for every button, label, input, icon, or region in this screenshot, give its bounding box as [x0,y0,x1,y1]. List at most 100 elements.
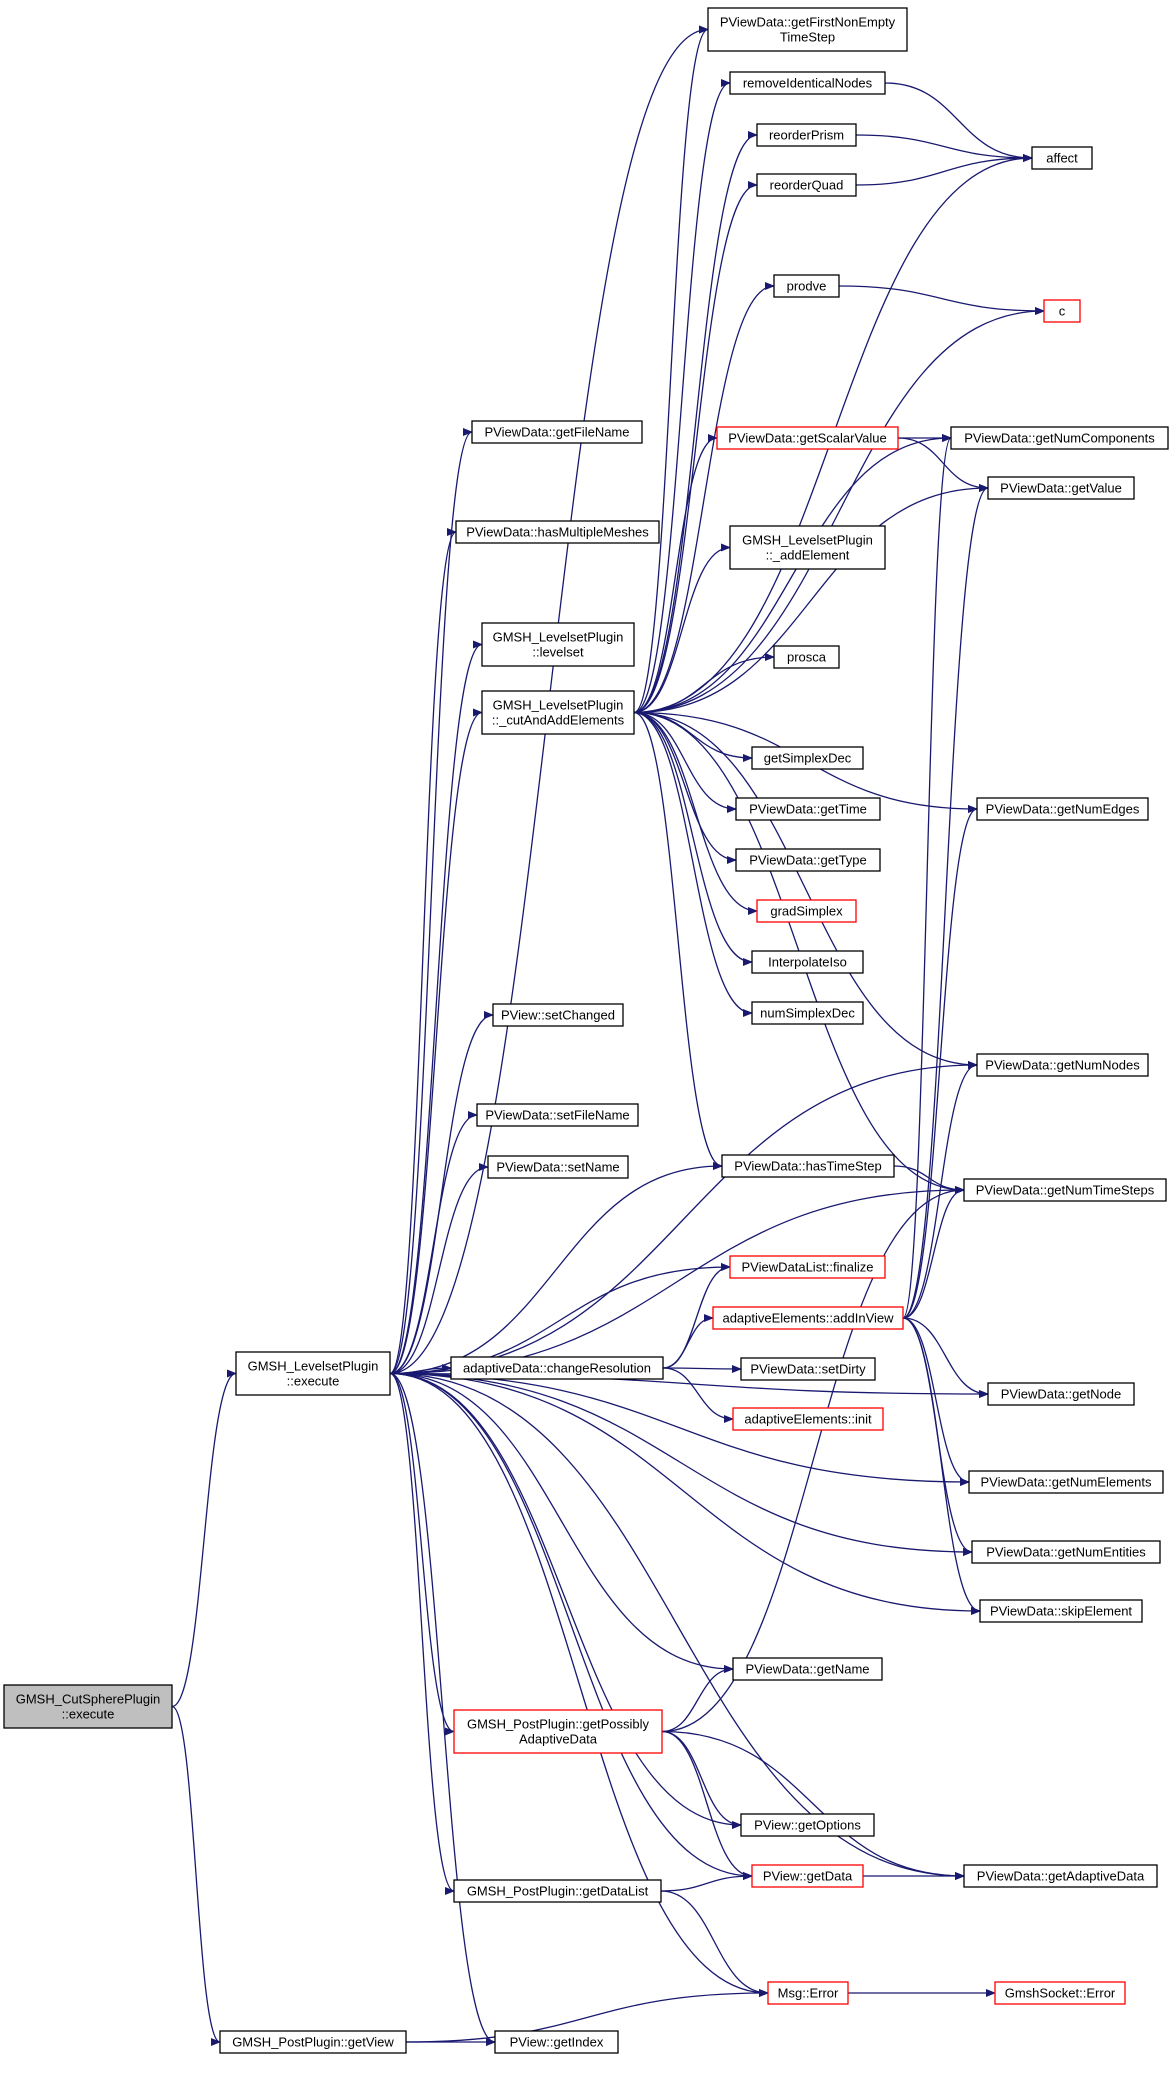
node-getnumnodes[interactable]: PViewData::getNumNodes [976,1053,1149,1077]
node-getsimplexdec[interactable]: getSimplexDec [751,746,864,770]
node-setfilename[interactable]: PViewData::setFileName [476,1103,639,1127]
node-reorderprism[interactable]: reorderPrism [756,123,857,147]
node-box[interactable] [751,1864,864,1888]
node-getnumedges[interactable]: PViewData::getNumEdges [976,797,1149,821]
node-box[interactable] [987,476,1135,500]
node-cutandadd[interactable]: GMSH_LevelsetPlugin::_cutAndAddElements [481,690,635,735]
node-box[interactable] [740,1357,876,1381]
node-removeid[interactable]: removeIdenticalNodes [729,71,886,95]
node-getnumcomp[interactable]: PViewData::getNumComponents [950,426,1169,450]
node-setname[interactable]: PViewData::setName [487,1155,629,1179]
node-box[interactable] [751,950,864,974]
node-getnumelements[interactable]: PViewData::getNumElements [968,1470,1164,1494]
node-getnumtimesteps[interactable]: PViewData::getNumTimeSteps [963,1178,1167,1202]
node-affect[interactable]: affect [1031,146,1093,170]
node-changeres[interactable]: adaptiveData::changeResolution [450,1356,664,1380]
node-box[interactable] [481,690,635,735]
node-box[interactable] [450,1356,664,1380]
node-levelset[interactable]: GMSH_LevelsetPlugin::levelset [481,622,635,667]
node-box[interactable] [751,746,864,770]
node-getvalue[interactable]: PViewData::getValue [987,476,1135,500]
node-getindex[interactable]: PView::getIndex [494,2030,619,2054]
node-box[interactable] [740,1813,875,1837]
node-skipelement[interactable]: PViewData::skipElement [979,1599,1143,1623]
node-finalize[interactable]: PViewDataList::finalize [729,1255,886,1279]
node-getscalar[interactable]: PViewData::getScalarValue [716,426,899,450]
node-box[interactable] [950,426,1169,450]
node-box[interactable] [767,1981,849,2005]
node-box[interactable] [1031,146,1093,170]
node-getoptions[interactable]: PView::getOptions [740,1813,875,1837]
node-interpolateiso[interactable]: InterpolateIso [751,950,864,974]
node-box[interactable] [963,1178,1167,1202]
node-box[interactable] [756,899,857,923]
node-addelement[interactable]: GMSH_LevelsetPlugin::_addElement [729,525,886,570]
node-setchanged[interactable]: PView::setChanged [492,1003,624,1027]
node-box[interactable] [453,1879,662,1903]
node-prodve[interactable]: prodve [773,274,840,298]
node-box[interactable] [716,426,899,450]
node-getname[interactable]: PViewData::getName [732,1657,883,1681]
node-box[interactable] [476,1103,639,1127]
node-c[interactable]: c [1043,299,1081,323]
node-box[interactable] [773,645,840,669]
node-getnumentities[interactable]: PViewData::getNumEntities [971,1540,1161,1564]
node-numsimplexdec[interactable]: numSimplexDec [751,1001,864,1025]
node-box[interactable] [994,1981,1126,2005]
node-box[interactable] [987,1382,1135,1406]
node-gmshsocketerror[interactable]: GmshSocket::Error [994,1981,1126,2005]
node-box[interactable] [721,1154,895,1178]
node-gettype[interactable]: PViewData::getType [735,848,881,872]
node-box[interactable] [3,1684,173,1729]
node-lsexec[interactable]: GMSH_LevelsetPlugin::execute [235,1351,391,1396]
node-box[interactable] [487,1155,629,1179]
node-box[interactable] [979,1599,1143,1623]
node-setdirty[interactable]: PViewData::setDirty [740,1357,876,1381]
node-box[interactable] [1043,299,1081,323]
node-box[interactable] [729,525,886,570]
node-box[interactable] [471,420,643,444]
node-box[interactable] [971,1540,1161,1564]
node-box[interactable] [773,274,840,298]
node-box[interactable] [481,622,635,667]
node-msgerror[interactable]: Msg::Error [767,1981,849,2005]
node-box[interactable] [712,1306,904,1330]
node-box[interactable] [492,1003,624,1027]
node-box[interactable] [732,1407,884,1431]
node-box[interactable] [235,1351,391,1396]
node-getview[interactable]: GMSH_PostPlugin::getView [219,2030,407,2054]
node-addinview[interactable]: adaptiveElements::addInView [712,1306,904,1330]
node-cutsphere[interactable]: GMSH_CutSpherePlugin::execute [3,1684,173,1729]
node-hasmulti[interactable]: PViewData::hasMultipleMeshes [455,520,660,544]
node-box[interactable] [455,520,660,544]
node-aeinit[interactable]: adaptiveElements::init [732,1407,884,1431]
node-box[interactable] [707,7,908,52]
node-getdata[interactable]: PView::getData [751,1864,864,1888]
node-box[interactable] [732,1657,883,1681]
node-getfilename[interactable]: PViewData::getFileName [471,420,643,444]
node-box[interactable] [751,1001,864,1025]
node-box[interactable] [976,797,1149,821]
node-box[interactable] [735,797,881,821]
node-box[interactable] [453,1709,663,1754]
node-box[interactable] [494,2030,619,2054]
node-getnode[interactable]: PViewData::getNode [987,1382,1135,1406]
node-hastimestep[interactable]: PViewData::hasTimeStep [721,1154,895,1178]
node-box[interactable] [735,848,881,872]
node-box[interactable] [756,173,857,197]
node-box[interactable] [729,1255,886,1279]
node-prosca[interactable]: prosca [773,645,840,669]
node-getadaptivedata[interactable]: PViewData::getAdaptiveData [963,1864,1158,1888]
node-box[interactable] [219,2030,407,2054]
node-box[interactable] [976,1053,1149,1077]
node-box[interactable] [963,1864,1158,1888]
node-box[interactable] [756,123,857,147]
node-box[interactable] [729,71,886,95]
node-gradsimplex[interactable]: gradSimplex [756,899,857,923]
node-reorderquad[interactable]: reorderQuad [756,173,857,197]
node-gettime[interactable]: PViewData::getTime [735,797,881,821]
node-box[interactable] [968,1470,1164,1494]
node-getdatalist[interactable]: GMSH_PostPlugin::getDataList [453,1879,662,1903]
